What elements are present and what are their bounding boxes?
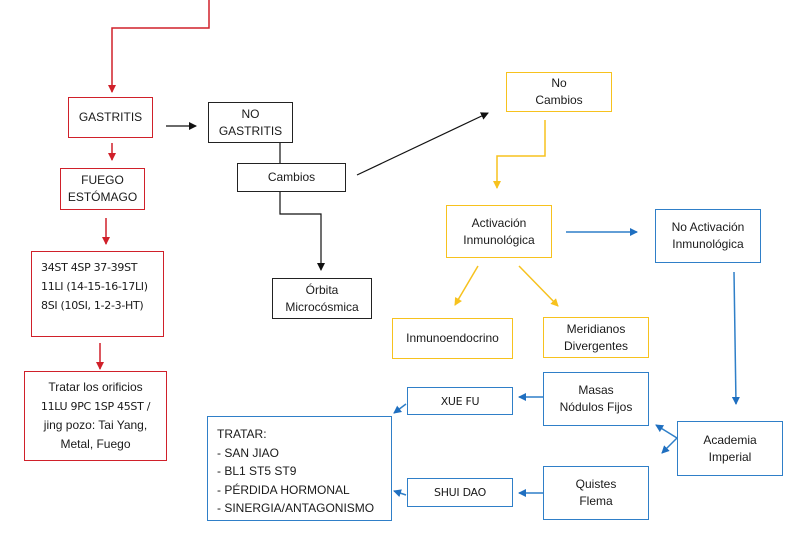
node-tratar-orificios[interactable]: Tratar los orificios 11LU 9PC 1SP 45ST /… xyxy=(24,371,167,461)
node-xue-fu[interactable]: XUE FU xyxy=(407,387,513,415)
node-label: - PÉRDIDA HORMONAL xyxy=(217,482,350,497)
node-label: - SAN JIAO xyxy=(217,445,280,460)
node-label: Divergentes xyxy=(563,338,629,353)
node-label: Órbita xyxy=(305,282,339,297)
node-label: Nódulos Fijos xyxy=(559,400,633,414)
node-label: Inmunológica xyxy=(463,232,535,247)
node-label: Tratar los orificios xyxy=(48,380,143,394)
edge-no-cambios-to-activacion xyxy=(493,120,546,189)
node-label: - BL1 ST5 ST9 xyxy=(217,464,297,478)
node-label: GASTRITIS xyxy=(218,123,283,138)
node-label: Cambios xyxy=(535,93,583,107)
edge-xue-fu-to-tratar xyxy=(393,403,407,414)
node-label: GASTRITIS xyxy=(78,110,143,124)
node-label: XUE FU xyxy=(440,394,480,408)
node-label: - SINERGIA/ANTAGONISMO xyxy=(217,501,375,515)
edge-entry-to-gastritis xyxy=(108,0,210,93)
edge-cambios-to-orbita xyxy=(279,192,325,271)
node-inmunoendocrino[interactable]: Inmunoendocrino xyxy=(392,318,513,359)
edge-shui-dao-to-tratar xyxy=(393,489,407,498)
node-activacion-inmunologica[interactable]: Activación Inmunológica xyxy=(446,205,552,258)
node-fuego-estomago[interactable]: FUEGO ESTÓMAGO xyxy=(60,168,145,210)
node-no-cambios[interactable]: No Cambios xyxy=(506,72,612,112)
node-label: Meridianos xyxy=(566,321,626,336)
node-academia-imperial[interactable]: Academia Imperial xyxy=(677,421,783,476)
node-label: Cambios xyxy=(267,170,316,184)
node-label: Microcósmica xyxy=(285,299,359,314)
node-no-gastritis[interactable]: NO GASTRITIS xyxy=(208,102,293,143)
node-label: No Activación xyxy=(671,220,745,234)
edge-activacion-to-meridianos xyxy=(518,265,559,307)
node-label: Inmunológica xyxy=(672,237,744,251)
node-label: ESTÓMAGO xyxy=(67,190,138,204)
edge-activacion-to-inmunoendocrino xyxy=(454,265,479,306)
node-shui-dao[interactable]: SHUI DAO xyxy=(407,478,513,507)
node-masas-nodulos-fijos[interactable]: Masas Nódulos Fijos xyxy=(543,372,649,426)
node-label: TRATAR: xyxy=(217,427,267,441)
node-label: Academia xyxy=(703,432,757,447)
node-label: NO xyxy=(241,106,260,121)
node-label: Masas xyxy=(578,383,614,397)
edge-academia-to-masas xyxy=(655,424,678,439)
node-tratar[interactable]: TRATAR: - SAN JIAO - BL1 ST5 ST9 - PÉRDI… xyxy=(207,416,392,521)
node-no-activacion-inmunologica[interactable]: No Activación Inmunológica xyxy=(655,209,761,263)
node-label: No xyxy=(551,76,567,90)
node-label: Quistes xyxy=(575,477,617,491)
node-label: 11LU 9PC 1SP 45ST / xyxy=(40,400,151,413)
node-label: FUEGO xyxy=(81,173,124,187)
node-cambios[interactable]: Cambios xyxy=(237,163,346,192)
node-label: 34ST 4SP 37-39ST xyxy=(41,261,138,274)
edge-academia-to-quistes xyxy=(661,437,678,454)
edge-cambios-to-no-cambios xyxy=(356,112,489,176)
node-label: Activación xyxy=(471,215,527,230)
node-quistes-flema[interactable]: Quistes Flema xyxy=(543,466,649,520)
node-label: Inmunoendocrino xyxy=(406,331,499,345)
node-label: Imperial xyxy=(708,449,752,464)
node-gastritis[interactable]: GASTRITIS xyxy=(68,97,153,138)
node-label: SHUI DAO xyxy=(434,486,486,499)
node-orbita[interactable]: Órbita Microcósmica xyxy=(272,278,372,319)
node-label: Metal, Fuego xyxy=(60,437,131,451)
edge-no-activacion-to-academia xyxy=(731,271,740,405)
node-points-box[interactable]: 34ST 4SP 37-39ST 11LI (14-15-16-17LI) 8S… xyxy=(31,251,164,337)
node-label: 8SI (10SI, 1-2-3-HT) xyxy=(41,299,144,312)
node-label: 11LI (14-15-16-17LI) xyxy=(41,280,148,293)
node-meridianos-divergentes[interactable]: Meridianos Divergentes xyxy=(543,317,649,358)
node-label: Flema xyxy=(579,494,613,508)
node-label: jing pozo: Tai Yang, xyxy=(43,418,148,432)
